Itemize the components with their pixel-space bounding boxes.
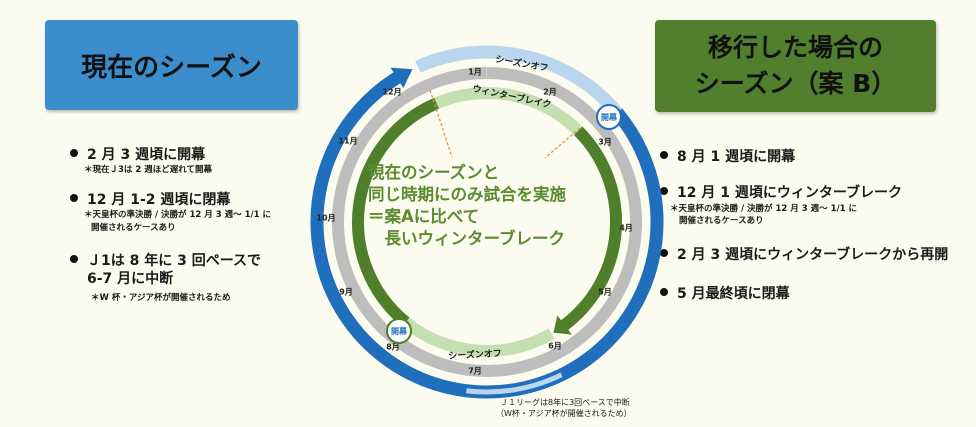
month-label: 4月 [619, 223, 633, 233]
month-label: 1月 [468, 67, 482, 77]
winter-break-arc [434, 87, 583, 136]
current-season-title: 現在のシーズン [45, 20, 298, 110]
right-bullet-4: 5 月最終頃に閉幕 [660, 285, 790, 303]
month-label: 10月 [316, 213, 336, 223]
month-label: 11月 [338, 136, 358, 146]
footnote-line-2: （W杯・アジア杯が開催されるため） [496, 409, 632, 418]
month-label: 12月 [382, 87, 402, 97]
outer-arrow-head [390, 67, 413, 89]
right-note-2b: 開催されるケースあり [679, 216, 764, 226]
title-line-2: シーズン（案 B） [694, 69, 897, 98]
left-bullet-3b: 6-7 月に中断 [87, 271, 174, 287]
inner-arrow-head [553, 315, 572, 335]
right-note-2: ＊天皇杯の準決勝 / 決勝が 12 月 3 週～ 1/1 に [670, 204, 857, 214]
outer-offseason-arc [415, 45, 623, 117]
left-note-2: ＊天皇杯の準決勝 / 決勝が 12 月 3 週～ 1/1 に [84, 210, 271, 220]
outer-season-arc [310, 69, 664, 399]
title-line-1: 移行した場合の [707, 33, 883, 62]
left-bullet-3: Ｊ1は 8 年に 3 回ペースで [70, 252, 261, 270]
outer-opening-badge: 開幕 [596, 104, 622, 130]
right-bullet-1: 8 月 1 週頃に開幕 [660, 148, 795, 166]
center-text-line: 長いウィンターブレーク [368, 229, 566, 248]
proposed-season-arc-autumn [352, 97, 439, 327]
right-bullet-3: 2 月 3 週頃にウィンターブレークから再開 [660, 246, 948, 264]
right-bullet-2: 12 月 1 週頃にウィンターブレーク [660, 184, 902, 202]
month-label: 3月 [598, 137, 612, 147]
left-note-1: ＊現在Ｊ3は 2 週ほど遅れて開幕 [84, 165, 212, 175]
month-label: 9月 [339, 287, 353, 297]
left-bullet-1: 2 月 3 週頃に開幕 [70, 146, 205, 164]
month-label: 8月 [386, 342, 400, 352]
j1-break-arc [465, 372, 563, 395]
month-label: 2月 [543, 87, 557, 97]
inner-opening-badge: 開幕 [386, 318, 412, 344]
footnote-line-1: Ｊ１リーグは8年に3回ペースで中断 [500, 398, 630, 407]
proposed-season-title: 移行した場合のシーズン（案 B） [655, 20, 936, 112]
month-label: 6月 [548, 341, 562, 351]
left-bullet-2: 12 月 1-2 週頃に閉幕 [70, 191, 230, 209]
proposed-season-arc-spring [559, 126, 622, 332]
month-label: 7月 [468, 366, 482, 376]
center-text-line: 現在のシーズンと [368, 163, 500, 182]
left-note-2b: 開催されるケースあり [91, 223, 176, 233]
center-text-line: ＝案Aに比べて [368, 207, 480, 226]
inner-offseason-arc [402, 317, 555, 357]
leader-line [429, 89, 453, 158]
left-note-3: ＊W 杯・アジア杯が開催されるため [91, 293, 231, 303]
center-text-line: 同じ時期にのみ試合を実施 [368, 185, 566, 204]
month-ring [332, 67, 642, 377]
month-label: 5月 [598, 287, 612, 297]
leader-line [544, 127, 581, 159]
inner-season-off-label: シーズンオフ [448, 349, 503, 362]
